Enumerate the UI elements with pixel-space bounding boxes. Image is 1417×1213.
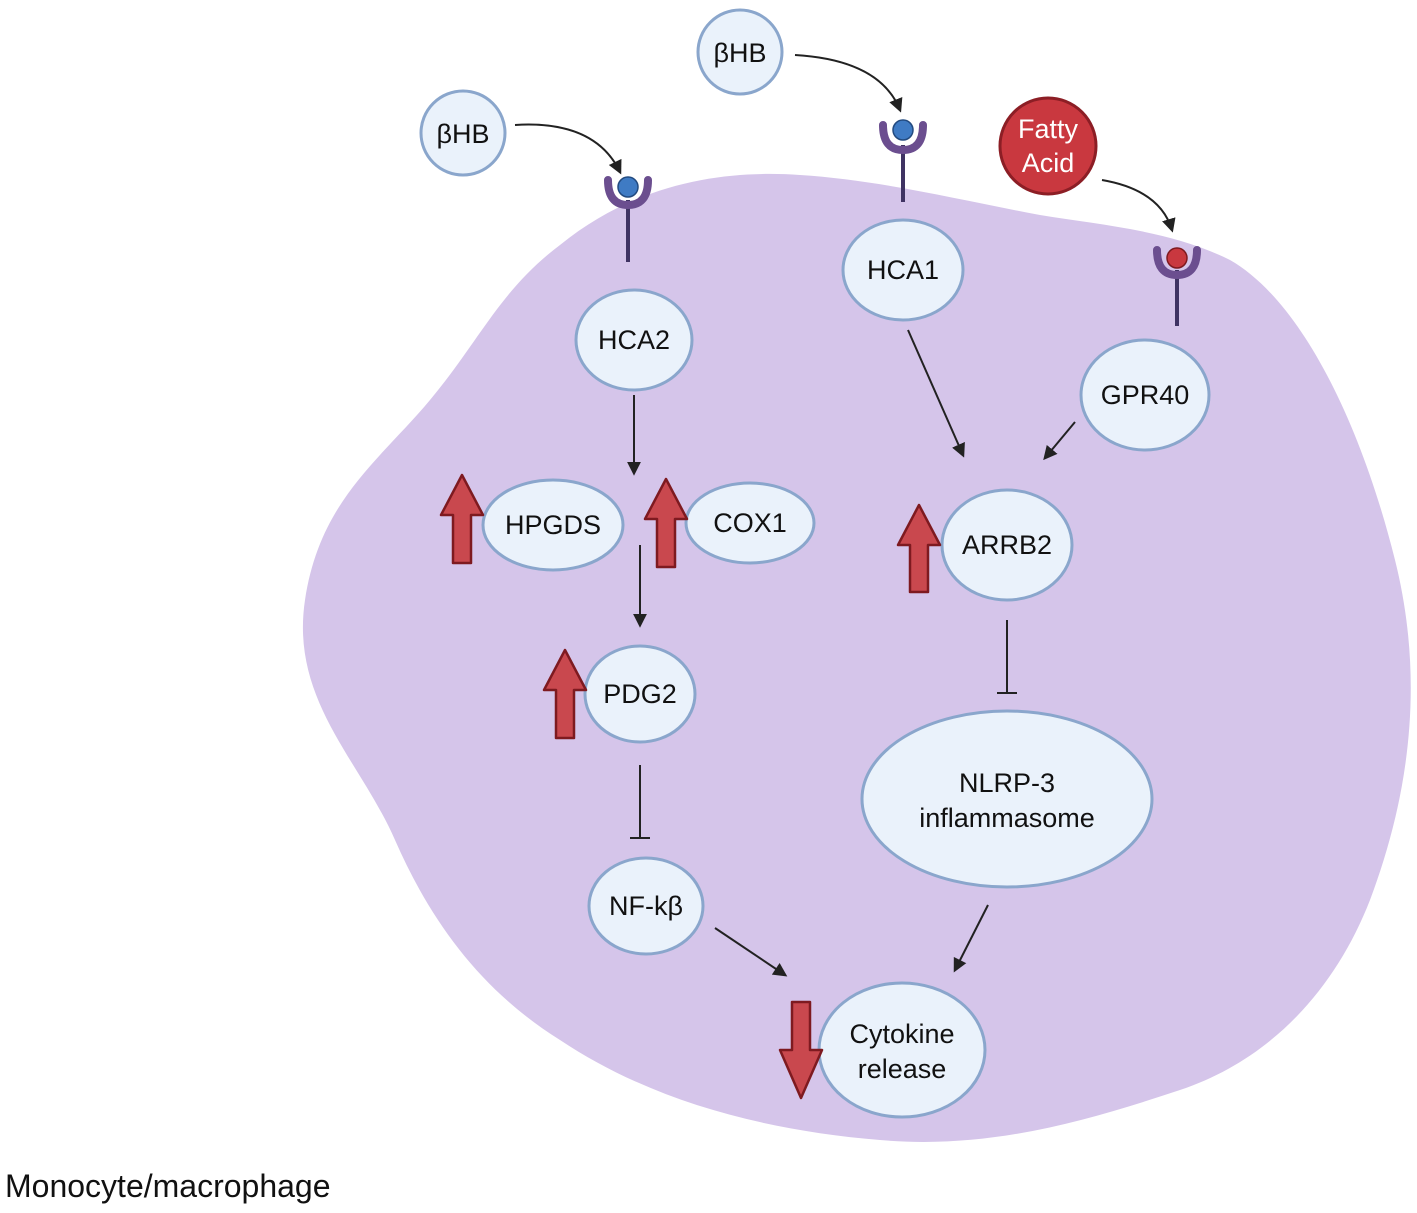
svg-text:βHB: βHB: [436, 119, 489, 149]
svg-text:Fatty: Fatty: [1018, 114, 1079, 144]
node-hca1: HCA1: [841, 218, 965, 322]
up-arrow-cox1: [643, 477, 689, 569]
up-arrow-pdg2: [542, 648, 588, 740]
svg-text:NLRP-3: NLRP-3: [959, 768, 1055, 798]
node-hca2: HCA2: [574, 288, 694, 392]
edge-fatty-to-receptor: [1101, 179, 1176, 233]
down-arrow-cytokine: [778, 1000, 824, 1100]
svg-text:Cytokine: Cytokine: [849, 1019, 954, 1049]
svg-text:βHB: βHB: [713, 38, 766, 68]
edge-bhb-left-to-receptor: [514, 123, 622, 175]
receptor-hca1: [879, 119, 927, 202]
svg-text:COX1: COX1: [713, 508, 787, 538]
ligand-fatty-acid: Fatty Acid: [998, 96, 1098, 196]
svg-text:GPR40: GPR40: [1101, 380, 1190, 410]
svg-text:PDG2: PDG2: [603, 679, 677, 709]
up-arrow-hpgds: [439, 473, 485, 565]
node-nlrp3: NLRP-3 inflammasome: [860, 709, 1154, 889]
svg-text:release: release: [858, 1054, 947, 1084]
svg-text:NF-kβ: NF-kβ: [609, 891, 683, 921]
node-arrb2: ARRB2: [940, 488, 1074, 602]
svg-text:HCA2: HCA2: [598, 325, 670, 355]
svg-text:HCA1: HCA1: [867, 255, 939, 285]
cell-type-caption: Monocyte/macrophage: [5, 1168, 331, 1204]
node-cytokine: Cytokine release: [817, 981, 987, 1119]
receptor-hca2: [604, 176, 652, 262]
node-gpr40: GPR40: [1079, 338, 1211, 452]
edge-hca1-to-arrb2: [907, 329, 965, 458]
node-cox1: COX1: [684, 481, 816, 565]
receptor-gpr40: [1153, 246, 1201, 326]
node-hpgds: HPGDS: [481, 478, 625, 572]
edge-bhb-top-to-receptor: [794, 54, 903, 113]
node-nfkb: NF-kβ: [587, 856, 705, 956]
edge-nfkb-to-cytokine: [714, 927, 788, 977]
edge-gpr40-to-arrb2: [1043, 421, 1076, 461]
node-pdg2: PDG2: [583, 644, 697, 744]
edges: [514, 54, 1176, 977]
ligand-bhb-top: βHB: [696, 8, 784, 96]
svg-text:inflammasome: inflammasome: [919, 803, 1095, 833]
ligand-bhb-left: βHB: [419, 89, 507, 177]
svg-text:HPGDS: HPGDS: [505, 510, 601, 540]
svg-text:ARRB2: ARRB2: [962, 530, 1052, 560]
svg-text:Acid: Acid: [1022, 148, 1075, 178]
edge-nlrp3-to-cytokine: [953, 904, 989, 973]
up-arrow-arrb2: [896, 503, 942, 594]
